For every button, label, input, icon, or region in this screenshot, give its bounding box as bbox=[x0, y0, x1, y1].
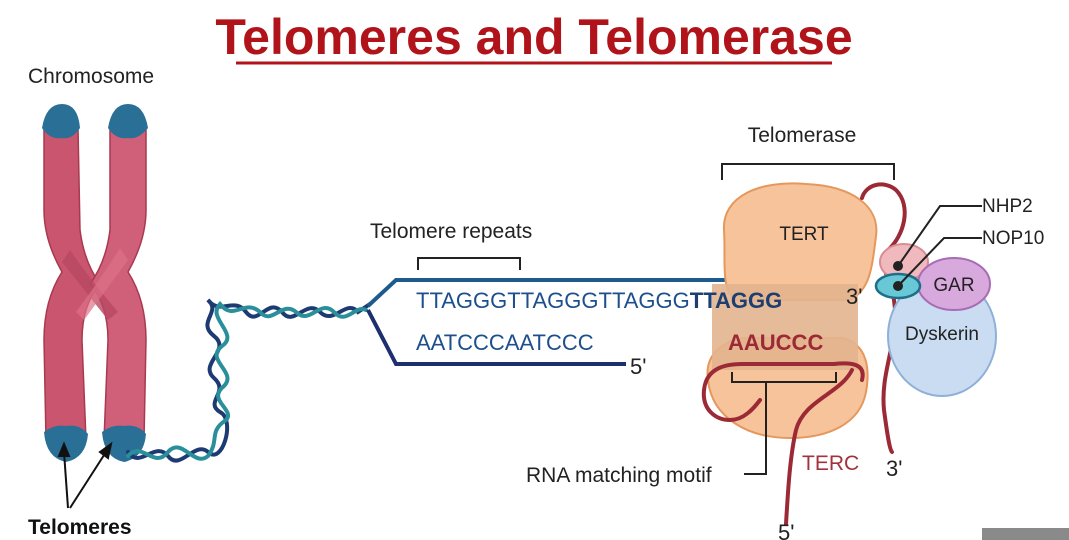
title: Telomeres and Telomerase bbox=[215, 9, 852, 65]
top-strand-3prime: 3' bbox=[846, 284, 862, 309]
rna-matching-motif-label: RNA matching motif bbox=[526, 464, 712, 487]
top-strand-plain: TTAGGGTTAGGGTTAGGG bbox=[416, 288, 690, 313]
terc-rna-loop bbox=[701, 361, 865, 423]
dna-top-strand bbox=[366, 278, 860, 308]
dna-bottom-strand bbox=[366, 309, 626, 366]
top-strand-sequence: TTAGGGTTAGGGTTAGGGTTAGGG bbox=[416, 288, 782, 313]
terc-3prime: 3' bbox=[886, 456, 902, 481]
chromosome bbox=[42, 104, 148, 462]
telomere-cap-top-right bbox=[108, 104, 148, 139]
dyskerin-label: Dyskerin bbox=[905, 324, 979, 345]
tert-label: TERT bbox=[779, 224, 829, 245]
chromatid-crossover-light bbox=[76, 248, 128, 320]
chromosome-label: Chromosome bbox=[28, 65, 154, 88]
rna-template-sequence: AAUCCC bbox=[728, 330, 823, 355]
telomeres-label: Telomeres bbox=[28, 516, 132, 539]
rna-motif-leader bbox=[744, 382, 767, 475]
nop10-label: NOP10 bbox=[982, 228, 1044, 249]
telomerase-label: Telomerase bbox=[748, 124, 857, 147]
telomere-repeats-bracket bbox=[417, 257, 521, 270]
chromatid-crossover bbox=[62, 250, 118, 320]
telomere-arrows bbox=[57, 441, 113, 509]
dna-helix bbox=[126, 298, 372, 463]
telomere-cap-top-left bbox=[42, 104, 80, 139]
subunit-leaders bbox=[893, 205, 982, 291]
helix-strand-dark bbox=[126, 298, 372, 463]
gar-label: GAR bbox=[933, 275, 974, 296]
telomere-repeats-label: Telomere repeats bbox=[370, 220, 532, 243]
terc-5prime: 5' bbox=[778, 520, 794, 540]
rna-template-bracket bbox=[731, 372, 837, 383]
nhp2-label: NHP2 bbox=[982, 196, 1033, 217]
telomerase-bracket bbox=[721, 163, 895, 180]
terc-label: TERC bbox=[802, 452, 859, 475]
top-strand-bold: TTAGGG bbox=[690, 288, 782, 313]
bottom-strand-5prime: 5' bbox=[630, 354, 646, 379]
corner-box bbox=[982, 528, 1069, 540]
helix-strand-teal bbox=[126, 300, 368, 461]
terc-rna-tail bbox=[784, 368, 854, 526]
tert-active-site bbox=[712, 284, 858, 370]
bottom-strand-sequence: AATCCCAATCCC bbox=[416, 330, 594, 355]
telomere-cap-bottom-left bbox=[44, 425, 88, 462]
